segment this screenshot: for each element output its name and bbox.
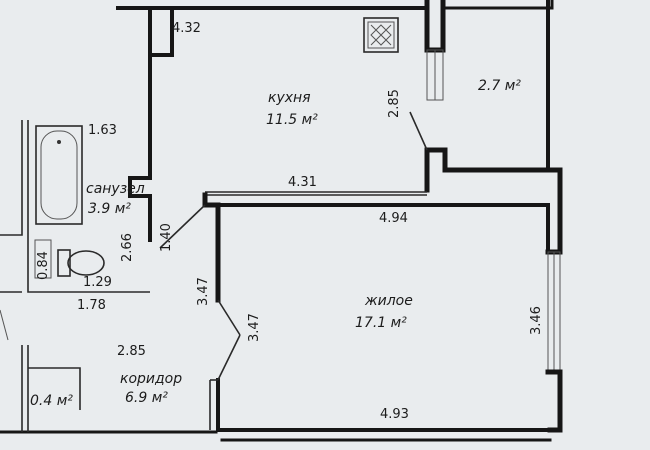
dim-living-left-outer: 3.47 xyxy=(196,277,211,306)
bathroom-area: 3.9 м² xyxy=(88,201,131,217)
living-top-wall xyxy=(216,203,550,254)
washbasin-icon xyxy=(34,239,52,279)
kitchen-right-wall-top xyxy=(424,0,446,53)
dim-bath-left: 2.66 xyxy=(120,233,135,262)
shaft-wall xyxy=(148,6,174,57)
closet-area: 0.4 м² xyxy=(30,393,73,409)
bathroom-door xyxy=(159,204,206,249)
bathroom-left-wall xyxy=(27,120,150,293)
corridor-name: коридор xyxy=(120,371,182,387)
dim-kitchen-right: 2.85 xyxy=(387,89,402,118)
dim-kitchen-top: 4.32 xyxy=(172,21,201,36)
dim-bath-top: 1.63 xyxy=(88,123,117,138)
toilet-icon xyxy=(57,249,105,277)
dim-corridor-width: 2.85 xyxy=(117,344,146,359)
kitchen-door xyxy=(409,111,428,151)
dim-wc-bottom: 1.29 xyxy=(83,275,112,290)
storage-area: 2.7 м² xyxy=(478,78,521,94)
stove-icon xyxy=(363,17,399,53)
kitchen-name: кухня xyxy=(268,90,311,106)
bathtub-icon xyxy=(35,125,83,225)
living-door xyxy=(217,299,241,336)
corridor-area: 6.9 м² xyxy=(125,390,168,406)
dim-bath-bottom: 1.78 xyxy=(77,298,106,313)
dim-living-bottom: 4.93 xyxy=(380,407,409,422)
dim-bath-door: 1.40 xyxy=(159,223,174,252)
kitchen-right-wall-bottom xyxy=(424,147,563,255)
storage-top-wall xyxy=(441,0,554,10)
living-left-wall xyxy=(202,192,221,303)
dim-wc-left: 0.84 xyxy=(36,251,51,280)
kitchen-area: 11.5 м² xyxy=(266,112,318,128)
dim-living-top: 4.94 xyxy=(379,211,408,226)
bathroom-name: санузел xyxy=(86,181,145,197)
dim-living-left-inner: 3.47 xyxy=(247,313,262,342)
living-name: жилое xyxy=(364,293,413,309)
dim-living-right: 3.46 xyxy=(529,306,544,335)
bathroom-right-wall xyxy=(128,53,152,242)
dim-kitchen-bottom: 4.31 xyxy=(288,175,317,190)
living-right-wall xyxy=(545,369,563,433)
living-area: 17.1 м² xyxy=(355,315,407,331)
